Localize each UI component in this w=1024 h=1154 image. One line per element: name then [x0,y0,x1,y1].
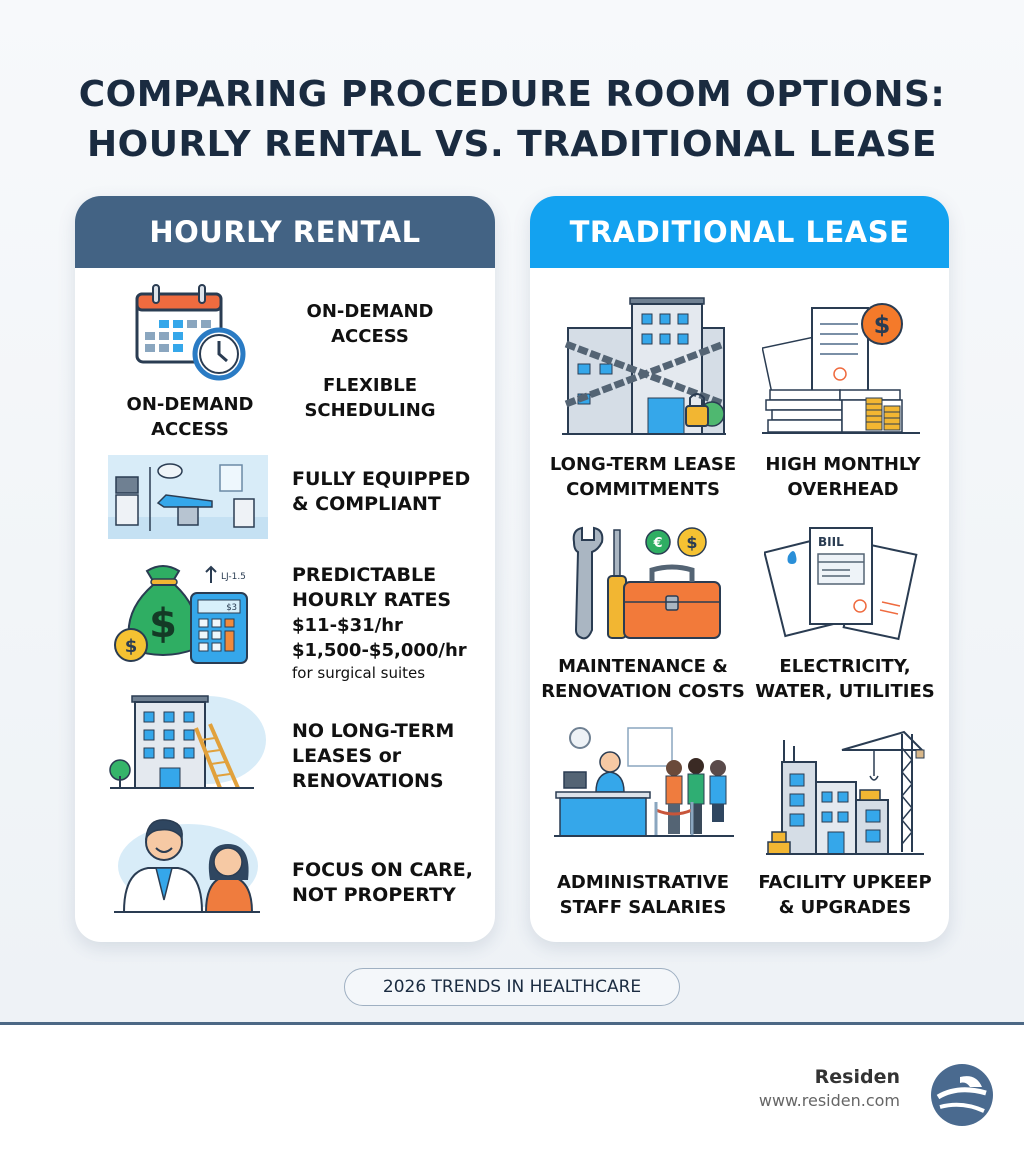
svg-text:BIIL: BIIL [818,535,844,549]
doctor-patient-icon [114,819,260,913]
brand-name: Residen [814,1066,900,1088]
feature-flexible-scheduling: FLEXIBLE SCHEDULING [304,375,436,421]
svg-text:$: $ [874,311,891,339]
footer-divider [0,1022,1024,1025]
money-bag-calculator-icon: $ $ $3 LJ-1.5 [114,565,248,664]
hourly-rental-header: HOURLY RENTAL [75,196,495,268]
title-line-1: COMPARING PROCEDURE ROOM OPTIONS: [78,74,946,115]
tools-toolbox-icon: € $ [572,526,721,640]
feature-predictable-rates: PREDICTABLE HOURLY RATES $11-$31/hr $1,5… [292,564,467,682]
item-electricity-water-utilities: ELECTRICITY, WATER, UTILITIES [755,656,935,702]
chained-building-icon [562,297,726,435]
feature-fully-equipped: FULLY EQUIPPED & COMPLIANT [292,468,471,515]
rate-range-surgical: $1,500-$5,000/hr [292,640,467,661]
paperwork-overhead-icon: $ [762,303,920,434]
svg-text:€: € [652,536,662,551]
calendar-caption: ON-DEMAND ACCESS [126,394,254,440]
svg-text:$: $ [125,636,138,657]
svg-text:$: $ [686,533,697,552]
building-ladder-icon [109,695,266,789]
feature-focus-on-care: FOCUS ON CARE, NOT PROPERTY [292,859,473,906]
svg-text:$3: $3 [226,603,237,613]
item-facility-upkeep: FACILITY UPKEEP & UPGRADES [758,872,932,918]
rate-range-standard: $11-$31/hr [292,615,403,636]
residen-logo-icon [931,1064,993,1126]
title-line-2: HOURLY RENTAL VS. TRADITIONAL LEASE [87,124,937,165]
svg-text:$: $ [149,601,177,647]
item-administrative-staff: ADMINISTRATIVE STAFF SALARIES [556,872,730,918]
traditional-lease-card: TRADITIONAL LEASE LONG-TERM LEASE COMMIT… [530,196,949,942]
page-title: COMPARING PROCEDURE ROOM OPTIONS: HOURLY… [0,70,1024,170]
brand-url[interactable]: www.residen.com [758,1091,900,1110]
construction-crane-building-icon [766,730,925,855]
item-high-monthly-overhead: HIGH MONTHLY OVERHEAD [765,454,921,500]
calendar-clock-icon [135,284,246,381]
procedure-room-icon [108,455,268,539]
trends-badge: 2026 TRENDS IN HEALTHCARE [344,968,680,1006]
hourly-rental-card: HOURLY RENTAL ON-DEMAND ACCESS ON-DEMAND… [75,196,495,942]
item-maintenance-renovation: MAINTENANCE & RENOVATION COSTS [541,656,745,702]
traditional-lease-header: TRADITIONAL LEASE [530,196,949,268]
svg-text:LJ-1.5: LJ-1.5 [221,572,246,582]
feature-on-demand-access: ON-DEMAND ACCESS [306,301,434,347]
item-long-term-lease: LONG-TERM LEASE COMMITMENTS [549,454,737,500]
rate-note: for surgical suites [292,664,426,682]
reception-desk-staff-icon [554,727,734,837]
feature-no-long-term-leases: NO LONG-TERM LEASES or RENOVATIONS [292,720,455,792]
utility-bills-icon: BIIL [764,527,918,641]
